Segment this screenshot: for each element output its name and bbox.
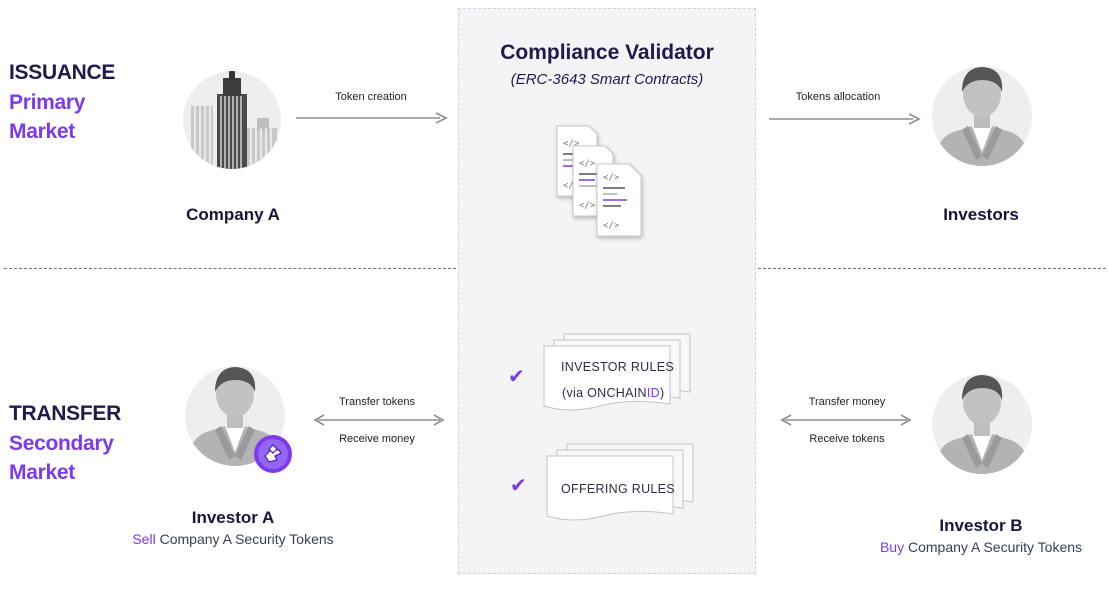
code-glyph: </> bbox=[579, 159, 596, 169]
code-glyph: </> bbox=[563, 139, 580, 149]
receive-money-label: Receive money bbox=[339, 433, 415, 445]
person-avatar-icon bbox=[932, 66, 1032, 166]
validator-subtitle: (ERC-3643 Smart Contracts) bbox=[510, 71, 704, 88]
person-avatar-icon bbox=[932, 374, 1032, 474]
investor-rules-check-icon: ✔ bbox=[508, 366, 525, 388]
issuance-title: ISSUANCE bbox=[9, 61, 116, 84]
code-glyph: </> bbox=[603, 221, 620, 231]
investor-rules-document-icon bbox=[543, 333, 691, 411]
sell-keyword: Sell bbox=[132, 531, 156, 547]
city-buildings-icon bbox=[183, 71, 281, 169]
section-divider-left bbox=[4, 268, 456, 269]
investor-rules-subtitle: (via ONCHAINID) bbox=[562, 386, 664, 400]
transfer-subtitle-market: Market bbox=[9, 461, 75, 484]
company-a-label: Company A bbox=[186, 205, 280, 224]
transfer-title: TRANSFER bbox=[9, 402, 121, 425]
onchain-prefix: (via ONCHAIN bbox=[562, 386, 647, 400]
investor-a-label: Investor A bbox=[191, 508, 275, 527]
code-document-icon: </> </> </> </> </> </> bbox=[556, 125, 642, 237]
transfer-money-label: Transfer money bbox=[808, 396, 886, 408]
offering-rules-title: OFFERING RULES bbox=[561, 482, 675, 496]
code-glyph: </> bbox=[563, 181, 580, 191]
transfer-tokens-label: Transfer tokens bbox=[338, 396, 415, 408]
investors-label: Investors bbox=[943, 205, 1019, 224]
hand-token-badge-icon bbox=[254, 435, 292, 473]
validator-title: Compliance Validator bbox=[500, 41, 714, 64]
double-arrow-icon bbox=[313, 414, 445, 426]
double-arrow-icon bbox=[780, 414, 912, 426]
onchain-suffix: ) bbox=[659, 386, 665, 400]
section-divider-right bbox=[758, 268, 1106, 269]
investor-b-label: Investor B bbox=[939, 516, 1023, 535]
buy-keyword: Buy bbox=[879, 539, 905, 555]
issuance-subtitle-market: Market bbox=[9, 120, 75, 143]
transfer-subtitle-secondary: Secondary bbox=[9, 432, 114, 455]
offering-rules-document-icon bbox=[546, 443, 694, 521]
token-creation-label: Token creation bbox=[335, 91, 407, 103]
onchain-id-accent: ID bbox=[646, 386, 660, 400]
issuance-subtitle-primary: Primary bbox=[9, 91, 86, 114]
code-glyph: </> bbox=[603, 173, 620, 183]
offering-rules-check-icon: ✔ bbox=[510, 475, 527, 497]
tokens-allocation-label: Tokens allocation bbox=[795, 91, 881, 103]
arrow-right-icon bbox=[769, 113, 921, 125]
investor-a-description: Sell Company A Security Tokens bbox=[120, 531, 346, 547]
code-glyph: </> bbox=[579, 201, 596, 211]
investor-b-description-text: Company A Security Tokens bbox=[904, 539, 1083, 555]
investor-b-description: Buy Company A Security Tokens bbox=[866, 539, 1096, 555]
arrow-right-icon bbox=[296, 112, 448, 124]
receive-tokens-label: Receive tokens bbox=[809, 433, 885, 445]
investor-a-description-text: Company A Security Tokens bbox=[155, 531, 334, 547]
investor-rules-title: INVESTOR RULES bbox=[561, 360, 675, 374]
